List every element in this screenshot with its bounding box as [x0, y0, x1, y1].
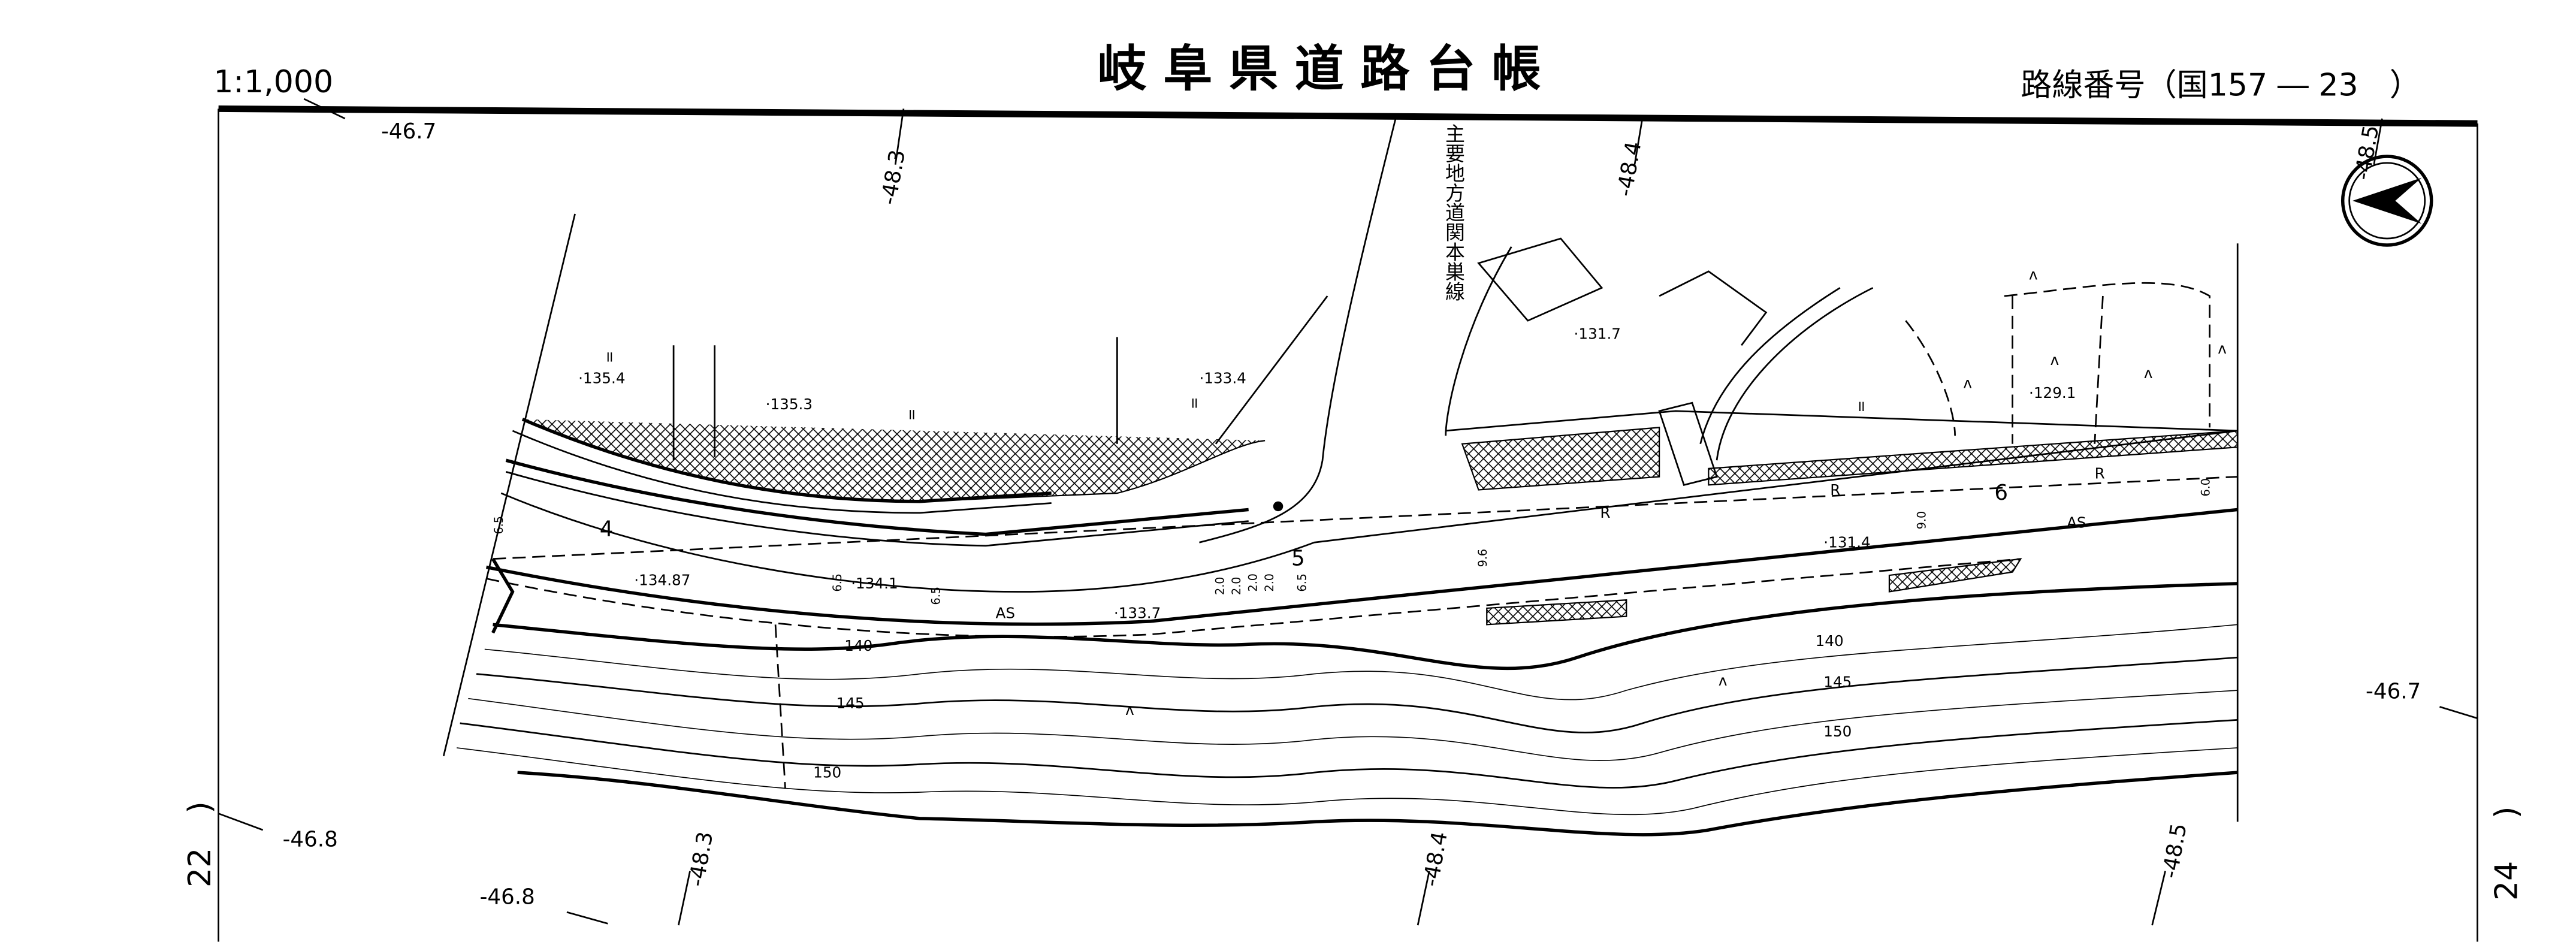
width-label: 6.5: [929, 587, 943, 605]
sheet-title: 岐阜県道路台帳: [1097, 41, 1557, 98]
station-number: 4: [600, 517, 614, 541]
grid-lines: [218, 98, 2478, 926]
contour-label: 150: [813, 763, 841, 781]
frame-top: [218, 105, 2478, 127]
retaining-label: R: [2095, 464, 2105, 482]
surface-label: AS: [2067, 514, 2086, 532]
width-label: 9.0: [1914, 511, 1928, 530]
width-label: 6.0: [2199, 478, 2213, 497]
width-labels: 6.5 6.5 6.5 6.5 2.0 2.0 2.0 2.0 9.6 9.0 …: [492, 478, 2213, 605]
contour-label: 140: [844, 637, 872, 654]
field-symbol: ॥: [1189, 394, 1198, 411]
elevation-label: ·135.4: [578, 369, 625, 387]
grid-label: -48.3: [877, 148, 910, 207]
right-paren: ): [2489, 807, 2524, 819]
elevation-label: ·129.1: [2029, 384, 2076, 401]
forest-symbol: ʌ: [2029, 266, 2038, 283]
width-label: 2.0: [1263, 573, 1276, 592]
land-use-symbols: ॥ ॥ ॥ ॥ ʌ ʌ ʌ ʌ ʌ ʌ ʌ: [605, 266, 2227, 719]
elevation-label: ·131.7: [1574, 325, 1621, 342]
grid-label: -48.5: [2350, 123, 2384, 182]
grid-label: -46.8: [480, 884, 535, 909]
forest-symbol: ʌ: [2050, 351, 2059, 369]
surface-label: AS: [995, 604, 1015, 621]
field-symbol: ॥: [907, 406, 916, 423]
north-arrow-icon: [2341, 155, 2433, 247]
sheet-boundary-left: [442, 213, 576, 757]
scale-label: 1:1,000: [213, 64, 333, 100]
contour-label: 150: [1823, 723, 1852, 740]
width-label: 9.6: [1476, 549, 1490, 567]
width-label: 6.5: [1295, 573, 1309, 592]
main-road: [486, 410, 2239, 638]
side-road: [672, 115, 2210, 544]
station-number: 6: [1994, 481, 2008, 505]
grid-label: -46.7: [381, 119, 436, 144]
grid-label: -48.4: [1418, 830, 1452, 889]
width-label: 6.5: [492, 516, 506, 535]
forest-symbol: ʌ: [2218, 340, 2227, 357]
elevation-label: ·134.1: [851, 575, 898, 592]
contour-label: 140: [1816, 632, 1844, 650]
width-label: 2.0: [1213, 576, 1227, 595]
frame-sides: [218, 108, 2478, 942]
field-symbol: ॥: [1856, 397, 1865, 415]
contour-label: 145: [836, 695, 865, 712]
retaining-label: R: [1830, 481, 1840, 499]
elevation-label: ·133.4: [1199, 369, 1246, 387]
field-symbol: ॥: [605, 348, 614, 366]
route-number: 路線番号（国157 ― 23 ）: [2021, 68, 2420, 104]
grid-label: -46.8: [283, 827, 338, 852]
road-name: 主要地方道関本巣線: [1442, 123, 1466, 301]
contour-lines: [457, 582, 2238, 837]
elevation-label: ·134.87: [634, 572, 690, 589]
grid-label: -46.7: [2366, 680, 2421, 704]
contour-label: 145: [1823, 674, 1852, 691]
forest-symbol: ʌ: [1125, 701, 1134, 718]
left-paren: ): [182, 801, 218, 813]
forest-symbol: ʌ: [2144, 364, 2153, 382]
forest-symbol: ʌ: [1719, 672, 1728, 689]
width-label: 2.0: [1230, 576, 1243, 595]
retaining-label: R: [1600, 504, 1610, 521]
width-label: 2.0: [1246, 573, 1260, 592]
elevation-label: ·133.7: [1114, 604, 1161, 621]
forest-symbol: ʌ: [1963, 375, 1972, 392]
grid-label: -48.4: [1612, 140, 1646, 198]
width-label: 6.5: [831, 573, 844, 592]
elevation-label: ·135.3: [766, 395, 813, 413]
elevation-label: ·131.4: [1823, 533, 1870, 551]
station-number: 5: [1291, 547, 1305, 571]
left-sheet-number: 22: [182, 848, 218, 887]
grid-label: -48.5: [2158, 822, 2191, 880]
right-sheet-number: 24: [2489, 861, 2524, 901]
grid-label: -48.3: [684, 830, 718, 889]
